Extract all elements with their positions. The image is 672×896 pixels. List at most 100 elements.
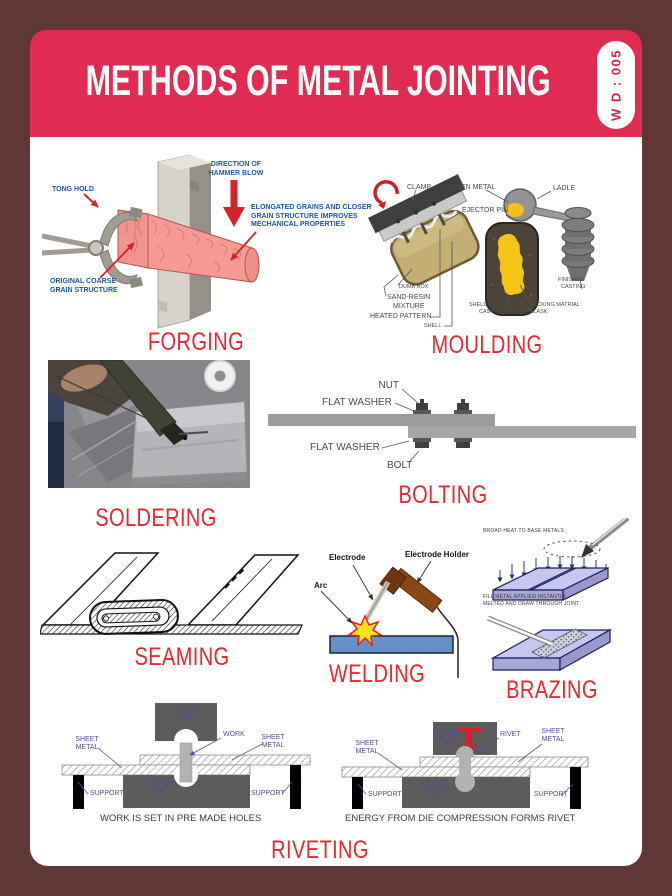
riveting-after bbox=[341, 722, 589, 809]
ladle bbox=[503, 188, 577, 223]
brazing-diagram bbox=[487, 518, 630, 672]
label-sand-resin: SAND-RESIN MIXTURE bbox=[387, 294, 431, 310]
workpiece bbox=[329, 635, 454, 654]
label-broad-heat: BROAD HEAT TO BASE METALS bbox=[483, 528, 564, 534]
label-tong-hold: TONG HOLD bbox=[52, 186, 94, 193]
section-soldering: SOLDERING bbox=[48, 360, 258, 532]
section-seaming: SEAMING bbox=[40, 533, 305, 671]
forging-diagram bbox=[41, 154, 260, 329]
base-plates bbox=[492, 567, 609, 601]
section-forging: TONG HOLD DIRECTION OF HAMMER BLOW ELONG… bbox=[40, 150, 372, 360]
shell-mold-casting bbox=[485, 222, 539, 316]
bottom-plate bbox=[408, 426, 636, 438]
label-ladle: LADLE bbox=[553, 185, 576, 192]
title-seaming: SEAMING bbox=[134, 643, 230, 671]
section-bolting: NUT FLAT WASHER FLAT WASHER BOLT BOLTING bbox=[258, 373, 644, 513]
label-molten-metal: MOLTEN METAL bbox=[442, 184, 496, 191]
label-support-left-2: SUPPORT bbox=[251, 790, 285, 797]
section-welding: Electrode Electrode Holder Arc WELDING bbox=[305, 528, 485, 690]
seaming-diagram bbox=[40, 552, 303, 635]
torch bbox=[581, 518, 630, 558]
label-elongated-grains: ELONGATED GRAINS AND CLOSER GRAIN STRUCT… bbox=[251, 204, 372, 228]
arc-spark bbox=[347, 614, 384, 648]
heat-zone-ellipse bbox=[543, 540, 601, 558]
label-hammer-direction: DIRECTION OF HAMMER BLOW bbox=[208, 161, 264, 177]
label-support-right-2: SUPPORT bbox=[534, 791, 568, 798]
title-brazing: BRAZING bbox=[506, 676, 598, 704]
bolting-diagram bbox=[268, 388, 636, 462]
welding-label-arrows bbox=[320, 560, 432, 624]
code-badge: W D : 005 bbox=[597, 41, 635, 129]
section-moulding: CLAMP MOLTEN METAL LADLE EJECTOR PIN DUM… bbox=[368, 165, 643, 360]
welding-cable bbox=[434, 603, 459, 678]
label-nut: NUT bbox=[378, 380, 399, 391]
leaders-right bbox=[357, 737, 574, 797]
forging-arrows bbox=[83, 180, 257, 279]
riveting-before bbox=[61, 703, 311, 809]
right-sheet bbox=[186, 554, 300, 626]
label-shell: SHELL bbox=[424, 323, 442, 329]
label-electrode: Electrode bbox=[329, 553, 366, 562]
leaders-left bbox=[77, 737, 293, 795]
label-electrode-holder: Electrode Holder bbox=[405, 550, 470, 559]
label-flat-washer-bottom: FLAT WASHER bbox=[310, 442, 380, 453]
title-riveting: RIVETING bbox=[271, 836, 369, 864]
work-pin bbox=[179, 742, 193, 783]
bolting-leader-lines bbox=[381, 388, 420, 462]
label-arc: Arc bbox=[314, 581, 328, 590]
label-flat-washer-top: FLAT WASHER bbox=[322, 397, 392, 408]
title-welding: WELDING bbox=[328, 660, 426, 688]
code-badge-text: W D : 005 bbox=[608, 48, 624, 122]
label-original-grain: ORIGINAL COARSE GRAIN STRUCTURE bbox=[50, 278, 118, 294]
poster-header: METHODS OF METAL JOINTING W D : 005 bbox=[30, 30, 642, 137]
caption-riveting-right: ENERGY FROM DIE COMPRESSION FORMS RIVET bbox=[345, 813, 576, 824]
moulding-diagram bbox=[368, 174, 595, 327]
label-fill-metal: FILL METAL APPLIED INSTANTLY MELTED AND … bbox=[483, 594, 580, 607]
label-heated-pattern: HEATED PATTERN bbox=[370, 313, 432, 320]
forged-rod bbox=[117, 209, 260, 283]
top-plate bbox=[268, 414, 495, 426]
filler-joint bbox=[531, 628, 588, 659]
label-dumb-box: DUMB BOX bbox=[399, 284, 429, 290]
rotate-arrow bbox=[373, 180, 399, 209]
electrode-holder bbox=[379, 566, 443, 614]
title-forging: FORGING bbox=[147, 328, 245, 356]
title-bolting: BOLTING bbox=[398, 481, 488, 509]
label-support-left-1: SUPPORT bbox=[90, 790, 124, 797]
bolt-assembly-1 bbox=[413, 399, 431, 448]
section-brazing: BROAD HEAT TO BASE METALS FILL METAL APP… bbox=[480, 518, 645, 713]
finished-casting bbox=[561, 207, 595, 281]
label-support-right-1: SUPPORT bbox=[368, 791, 402, 798]
caption-riveting-left: WORK IS SET IN PRE MADE HOLES bbox=[100, 813, 262, 824]
riveting-diagram bbox=[61, 703, 589, 809]
label-clamp: CLAMP bbox=[407, 184, 432, 191]
label-finished-casting: FINISHED CASTING bbox=[558, 277, 586, 290]
filler-rod bbox=[487, 615, 553, 647]
joined-plate bbox=[490, 628, 613, 672]
label-work: WORK bbox=[223, 731, 245, 738]
label-rivet: RIVET bbox=[500, 731, 521, 738]
poster-title: METHODS OF METAL JOINTING bbox=[85, 57, 551, 105]
label-shell-mold-casting: SHELL MOLD CASTING bbox=[469, 302, 504, 315]
label-backing-matrial-flask: BACKING MATRIAL FLASK bbox=[530, 302, 580, 315]
rivet-bulb bbox=[455, 772, 475, 792]
tongs bbox=[41, 206, 143, 289]
label-bolt: BOLT bbox=[387, 460, 413, 471]
label-ejector-pin: EJECTOR PIN bbox=[462, 207, 509, 214]
soldering-photo bbox=[48, 360, 250, 488]
soldering-iron bbox=[99, 360, 177, 437]
title-moulding: MOULDING bbox=[431, 331, 543, 359]
moulding-leader-lines bbox=[383, 189, 583, 327]
bolt-assembly-2 bbox=[454, 399, 472, 448]
folded-seam bbox=[88, 598, 179, 635]
